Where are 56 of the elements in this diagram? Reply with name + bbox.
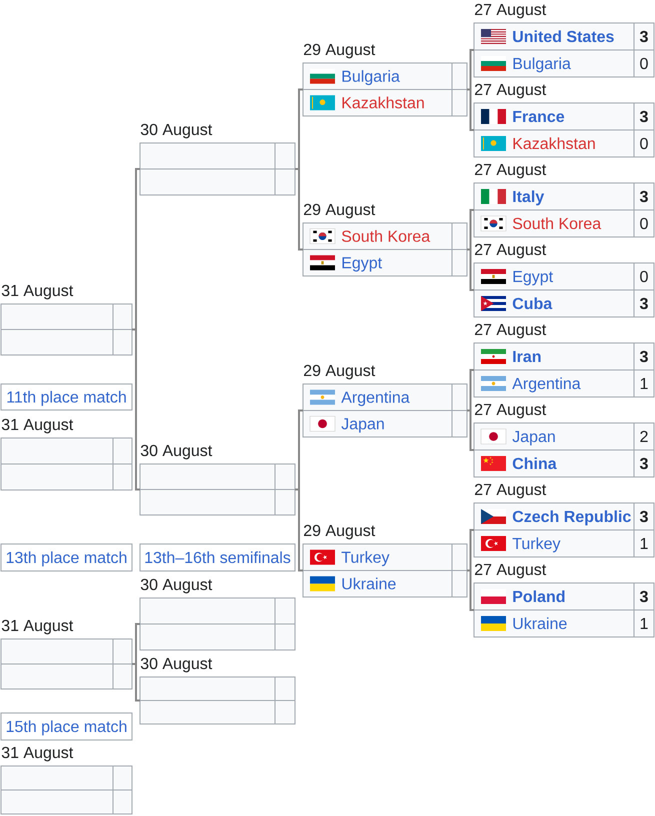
date-label: 27 August [475, 564, 546, 578]
date-label: 27 August [475, 164, 546, 178]
score-cell: 3 [634, 342, 654, 370]
bracket-line [467, 369, 474, 412]
bracket-line [132, 623, 140, 665]
bracket-line [467, 49, 474, 90]
date-label: 27 August [475, 484, 546, 498]
score-cell: 0 [634, 210, 654, 238]
score-cell: 3 [634, 450, 654, 478]
score-cell: 2 [634, 422, 654, 450]
date-label: 29 August [304, 524, 376, 540]
bracket-line [132, 328, 140, 490]
label-box: 11th place match [0, 384, 132, 410]
date-label: 27 August [475, 244, 546, 258]
label-box: 13th place match [0, 544, 132, 572]
date-label: 30 August [140, 444, 212, 460]
score-cell: 0 [634, 50, 654, 78]
date-label: 31 August [2, 620, 74, 634]
score-cell: 0 [634, 262, 654, 290]
date-label: 31 August [2, 418, 74, 434]
bracket-line [467, 209, 474, 250]
score-cell: 3 [634, 102, 654, 130]
label-box: 15th place match [0, 712, 132, 740]
date-label: 30 August [140, 578, 212, 594]
label-box: 13th–16th semifinals [140, 544, 296, 572]
date-label: 29 August [304, 204, 376, 218]
score-cell: 3 [634, 22, 654, 50]
date-label: 30 August [140, 124, 212, 138]
bracket-line [132, 168, 140, 330]
score-cell: 3 [634, 290, 654, 318]
score-cell: 3 [634, 582, 654, 610]
bracket-line [132, 663, 140, 702]
bracket-line [295, 88, 303, 170]
date-label: 30 August [140, 658, 212, 672]
date-label: 29 August [304, 364, 376, 380]
date-label: 31 August [2, 746, 74, 762]
date-label: 27 August [475, 84, 546, 98]
bracket-line [295, 488, 303, 572]
score-cell: 0 [634, 130, 654, 158]
score-cell: 3 [634, 182, 654, 210]
bracket-line [467, 570, 474, 611]
score-cell: 1 [634, 530, 654, 558]
date-label: 27 August [475, 404, 546, 418]
bracket-line [467, 248, 474, 291]
bracket-line [467, 410, 474, 451]
date-label: 27 August [475, 324, 546, 338]
date-label: 31 August [2, 284, 74, 300]
score-cell: 3 [634, 502, 654, 530]
bracket-line [467, 529, 474, 572]
bracket-line [295, 410, 303, 490]
bracket-line [295, 168, 303, 250]
date-label: 27 August [475, 4, 546, 18]
bracket-line [467, 88, 474, 131]
date-label: 29 August [304, 44, 376, 58]
score-cell: 1 [634, 610, 654, 638]
score-cell: 1 [634, 370, 654, 398]
